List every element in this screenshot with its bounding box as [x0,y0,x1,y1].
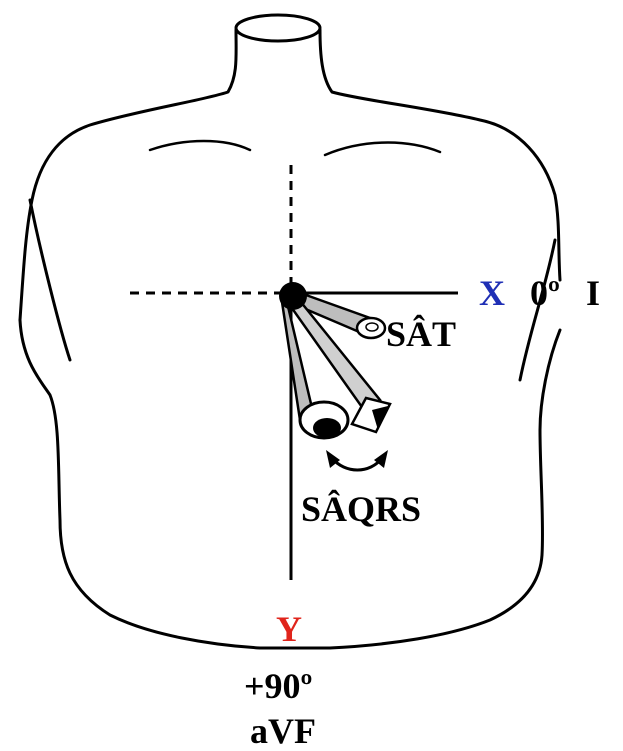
origin-dot-icon [279,282,307,310]
y-angle-label: +90º [244,668,312,704]
x-axis-label: X [479,275,505,311]
y-axis-label: Y [276,611,302,647]
lead-i-label: I [586,275,600,311]
curved-double-arrow-icon [326,450,388,470]
lead-avf-label: aVF [250,713,316,749]
t-vector-label: SÂT [386,316,456,352]
x-angle-label: 0º [530,275,560,311]
qrs-vector-label: SÂQRS [301,491,421,527]
